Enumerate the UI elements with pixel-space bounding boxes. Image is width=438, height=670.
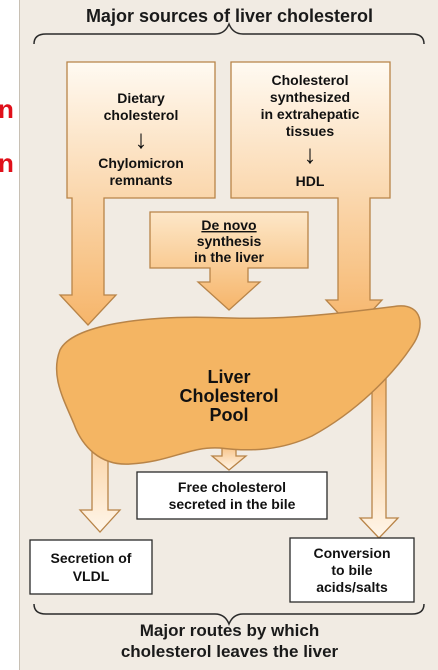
extrahepatic-line1: Cholesterol bbox=[271, 72, 348, 88]
clipped-edge-text-1: n bbox=[0, 96, 14, 122]
pool-line1: Liver bbox=[207, 367, 250, 387]
acids-line2: to bile bbox=[331, 562, 372, 578]
hdl-label: HDL bbox=[296, 173, 325, 189]
diagram-canvas: Dietary cholesterol ↓ Chylomicron remnan… bbox=[20, 0, 438, 670]
acids-line3: acids/salts bbox=[316, 579, 388, 595]
extrahepatic-line2: synthesized bbox=[270, 89, 350, 105]
dietary-label: Dietary bbox=[117, 90, 165, 106]
footer-line1: Major routes by which bbox=[20, 620, 438, 641]
pool-line2: Cholesterol bbox=[179, 386, 278, 406]
de-novo-label: De novo bbox=[201, 217, 256, 233]
vldl-line2: VLDL bbox=[73, 568, 110, 584]
footer-line2: cholesterol leaves the liver bbox=[20, 641, 438, 662]
dietary-cholesterol-label: cholesterol bbox=[104, 107, 179, 123]
diagram-footer: Major routes by which cholesterol leaves… bbox=[20, 620, 438, 662]
bile-line1: Free cholesterol bbox=[178, 479, 286, 495]
extrahepatic-line4: tissues bbox=[286, 123, 334, 139]
diagram-panel: Major sources of liver cholesterol bbox=[19, 0, 438, 670]
synthesis-label: synthesis bbox=[197, 233, 262, 249]
vldl-line1: Secretion of bbox=[51, 550, 132, 566]
bile-line2: secreted in the bile bbox=[169, 496, 296, 512]
down-arrow-icon: ↓ bbox=[304, 139, 317, 169]
chylomicron-label: Chylomicron bbox=[98, 155, 184, 171]
top-brace bbox=[34, 24, 424, 44]
in-the-liver-label: in the liver bbox=[194, 249, 265, 265]
acids-line1: Conversion bbox=[313, 545, 390, 561]
clipped-edge-text-2: n bbox=[0, 150, 14, 176]
extrahepatic-line3: in extrahepatic bbox=[261, 106, 360, 122]
down-arrow-icon: ↓ bbox=[135, 124, 148, 154]
pool-line3: Pool bbox=[210, 405, 249, 425]
remnants-label: remnants bbox=[109, 172, 172, 188]
vldl-box bbox=[30, 540, 152, 594]
